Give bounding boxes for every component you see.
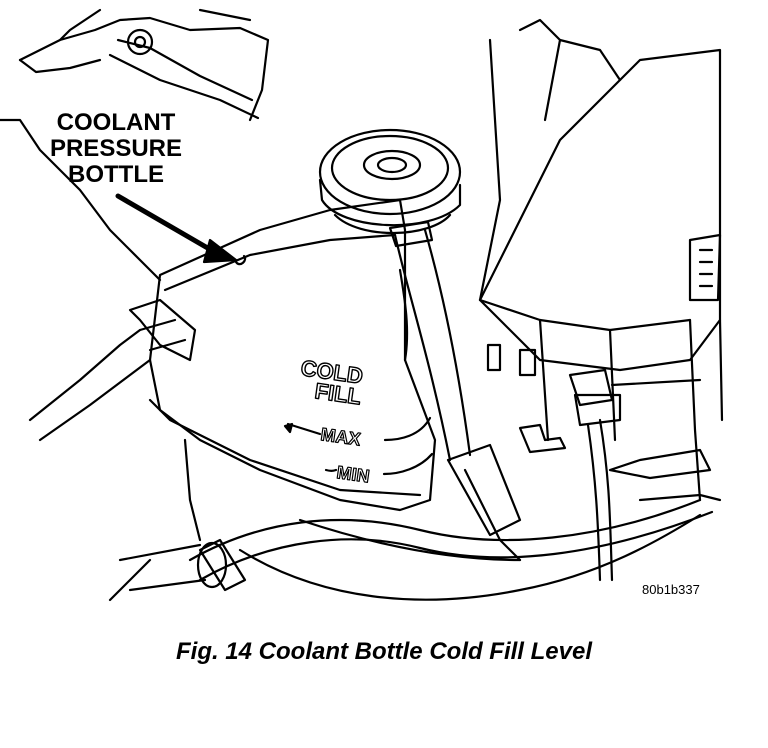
max-label: MAX <box>319 424 361 449</box>
electrical-connectors <box>486 343 702 582</box>
left-hose <box>28 298 197 442</box>
right-component-box <box>478 18 724 502</box>
figure-code: 80b1b337 <box>642 582 700 597</box>
figure-caption: Fig. 14 Coolant Bottle Cold Fill Level <box>175 638 593 665</box>
callout-label: COOLANT PRESSURE BOTTLE <box>36 110 196 188</box>
bottle-cap <box>318 128 462 235</box>
fill-level-marks <box>283 416 434 476</box>
engine-bay-illustration: COLD FILL MAX MIN <box>0 8 724 602</box>
upper-left-housing <box>0 8 270 282</box>
callout-arrow <box>115 193 247 266</box>
lower-left-grommet <box>108 538 247 602</box>
bottle-embossed-text: COLD FILL MAX MIN <box>299 354 372 487</box>
coolant-pressure-bottle <box>148 198 437 542</box>
wiring-harness <box>188 448 722 601</box>
min-label: MIN <box>335 462 370 486</box>
overflow-hose <box>388 220 522 562</box>
callout-line-2: PRESSURE <box>49 135 183 162</box>
callout-line-1: COOLANT <box>56 109 176 136</box>
callout-line-3: BOTTLE <box>68 161 164 188</box>
fill-label: FILL <box>313 378 362 409</box>
